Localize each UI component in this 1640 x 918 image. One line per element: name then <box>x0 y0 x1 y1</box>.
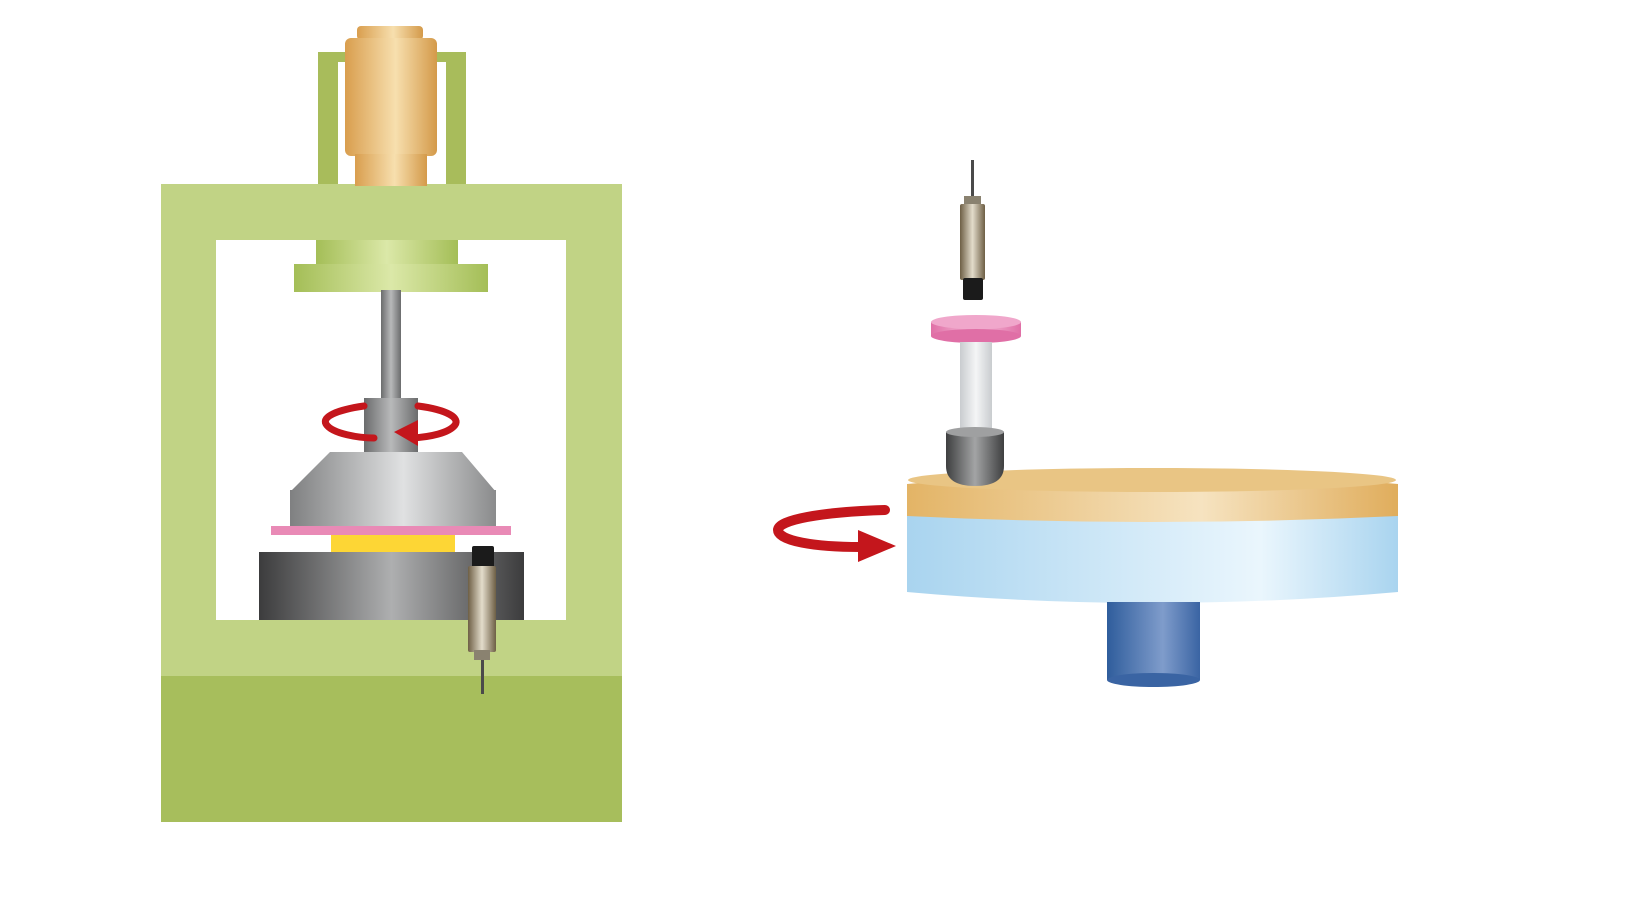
turntable <box>907 468 1398 603</box>
rotation-arrow <box>321 402 460 446</box>
proximity-sensor <box>468 546 496 694</box>
counterface-pad <box>331 535 455 553</box>
support-shaft <box>1107 602 1200 687</box>
load-pad <box>931 315 1021 343</box>
motor <box>345 26 437 186</box>
sample <box>271 526 511 535</box>
press-frame <box>161 52 622 822</box>
pin <box>946 427 1004 486</box>
pin-holder <box>960 342 992 434</box>
proximity-sensor <box>960 160 985 300</box>
top-pressure-plate <box>294 240 488 292</box>
cone-holder <box>290 452 496 526</box>
rotation-arrow <box>772 505 896 562</box>
